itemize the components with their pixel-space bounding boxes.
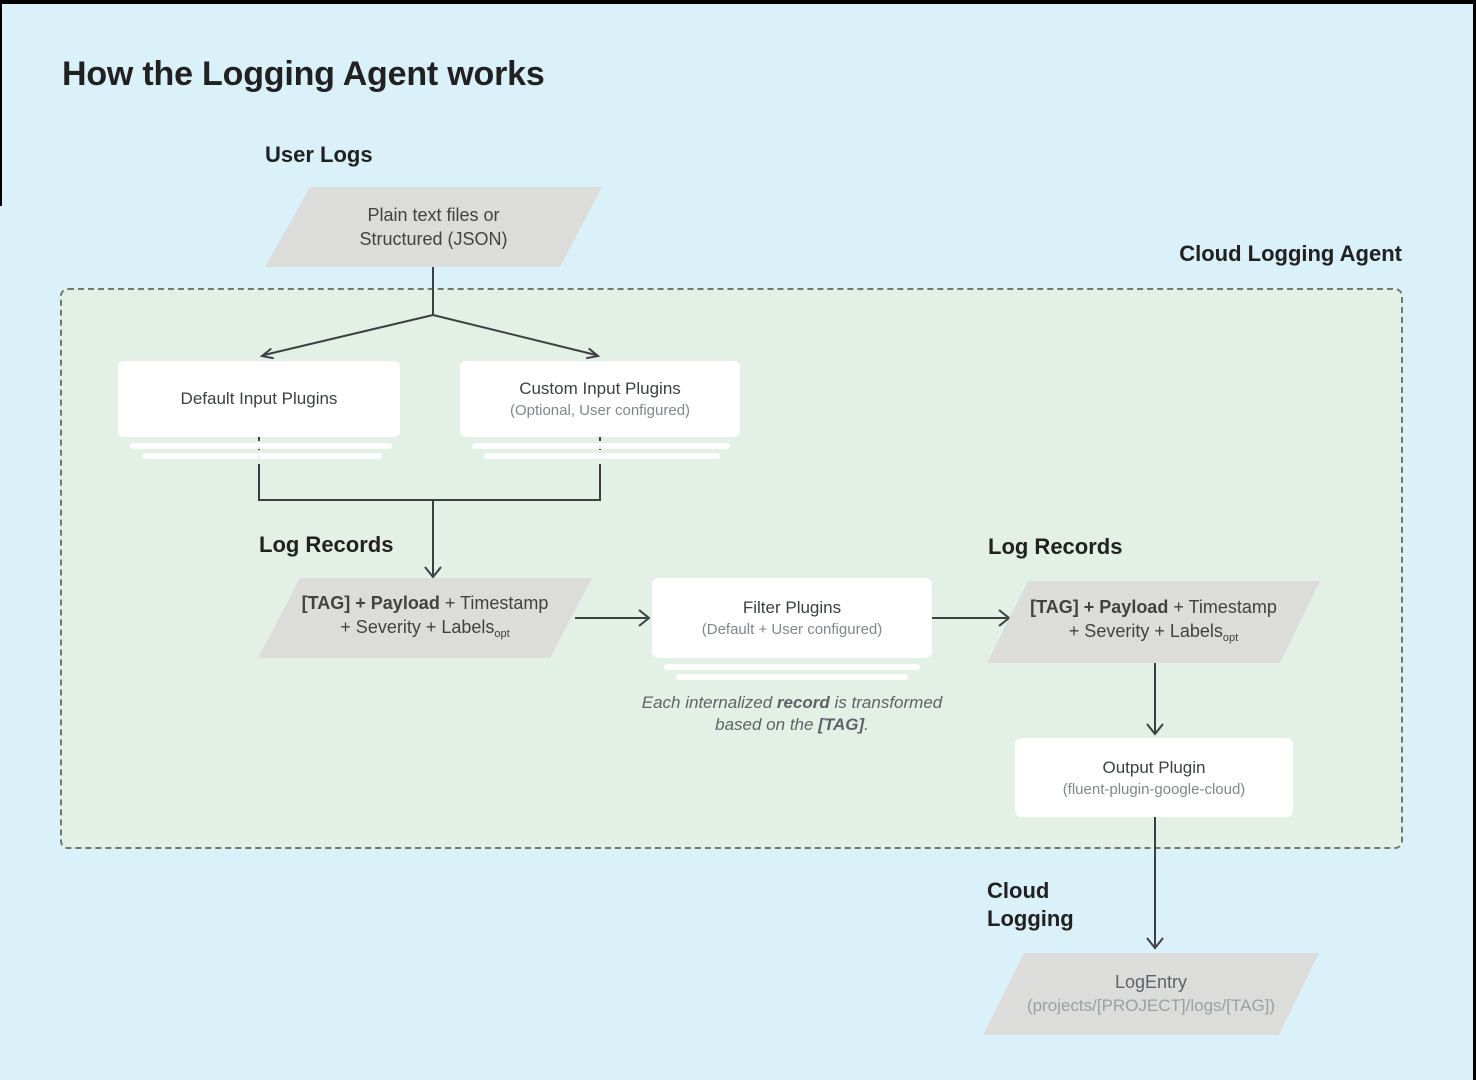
default-input-plugins-stack-line-1 xyxy=(130,443,392,449)
log-record-left-line1-rest: + Timestamp xyxy=(439,592,549,613)
filter-note-part3: . xyxy=(864,715,869,734)
filter-note-bold1: record xyxy=(776,693,830,712)
filter-note-part1: Each internalized xyxy=(641,693,777,712)
user-logs-label: User Logs xyxy=(265,142,373,167)
user-logs-line1: Plain text files or xyxy=(367,205,500,225)
filter-plugins-stack-line-1 xyxy=(664,664,920,670)
filter-note: Each internalized record is transformed … xyxy=(632,692,952,736)
custom-input-plugins-subtitle: (Optional, User configured) xyxy=(509,402,691,419)
log-record-right-line2-text: + Severity + Labels xyxy=(1068,620,1223,641)
custom-input-plugins-stack-line-2 xyxy=(484,453,720,459)
log-record-right-line1-bold: [TAG] + Payload xyxy=(1030,596,1169,617)
log-records-label-right: Log Records xyxy=(988,534,1123,559)
page-title: How the Logging Agent works xyxy=(62,55,545,93)
filter-plugins-title: Filter Plugins xyxy=(742,598,842,617)
filter-plugins-stack-line-2 xyxy=(676,674,908,680)
filter-note-part2: is transformed based on the xyxy=(715,693,943,734)
cloud-logging-agent-label: Cloud Logging Agent xyxy=(1179,241,1402,266)
window-edge-left xyxy=(0,0,2,206)
log-record-left-line1: [TAG] + Payload + Timestamp xyxy=(302,591,549,615)
window-edge-top xyxy=(0,0,1476,4)
default-input-plugins-stack-line-2 xyxy=(142,453,382,459)
log-record-right-line2: + Severity + Labelsopt xyxy=(1069,619,1238,650)
log-record-left-line2-text: + Severity + Labels xyxy=(340,616,495,637)
custom-input-plugins-stack-line-1 xyxy=(472,443,730,449)
log-records-label-left: Log Records xyxy=(259,532,394,557)
cloud-logging-label-line2: Logging xyxy=(987,906,1074,931)
log-record-right-line1: [TAG] + Payload + Timestamp xyxy=(1030,595,1277,619)
log-entry-title: LogEntry xyxy=(1114,972,1188,992)
log-record-left-line2: + Severity + Labelsopt xyxy=(340,615,509,646)
log-entry-shape: LogEntry (projects/[PROJECT]/logs/[TAG]) xyxy=(983,953,1319,1035)
log-record-right-shape: [TAG] + Payload + Timestamp + Severity +… xyxy=(987,581,1320,663)
log-record-left-line1-bold: [TAG] + Payload xyxy=(301,592,440,613)
user-logs-line2: Structured (JSON) xyxy=(359,229,508,249)
filter-note-bold2: [TAG] xyxy=(818,715,865,734)
default-input-plugins-node: Default Input Plugins xyxy=(118,361,400,437)
log-record-right-line2-subscript: opt xyxy=(1222,631,1239,644)
filter-plugins-node: Filter Plugins (Default + User configure… xyxy=(652,578,932,658)
log-entry-subtitle: (projects/[PROJECT]/logs/[TAG]) xyxy=(1026,996,1276,1015)
window-edge-right xyxy=(1473,0,1476,1080)
output-plugin-title: Output Plugin xyxy=(1102,757,1206,777)
user-logs-shape: Plain text files or Structured (JSON) xyxy=(265,187,602,267)
log-record-left-shape: [TAG] + Payload + Timestamp + Severity +… xyxy=(258,578,592,658)
cloud-logging-label-line1: Cloud xyxy=(987,878,1050,903)
custom-input-plugins-node: Custom Input Plugins (Optional, User con… xyxy=(460,361,740,437)
output-plugin-subtitle: (fluent-plugin-google-cloud) xyxy=(1062,780,1246,798)
filter-plugins-subtitle: (Default + User configured) xyxy=(701,621,883,638)
cloud-logging-label: Cloud Logging xyxy=(987,877,1074,933)
log-record-right-line1-rest: + Timestamp xyxy=(1168,596,1277,617)
custom-input-plugins-title: Custom Input Plugins xyxy=(519,379,681,398)
log-record-left-line2-subscript: opt xyxy=(494,627,510,640)
default-input-plugins-title: Default Input Plugins xyxy=(180,389,338,408)
output-plugin-node: Output Plugin (fluent-plugin-google-clou… xyxy=(1015,738,1293,817)
